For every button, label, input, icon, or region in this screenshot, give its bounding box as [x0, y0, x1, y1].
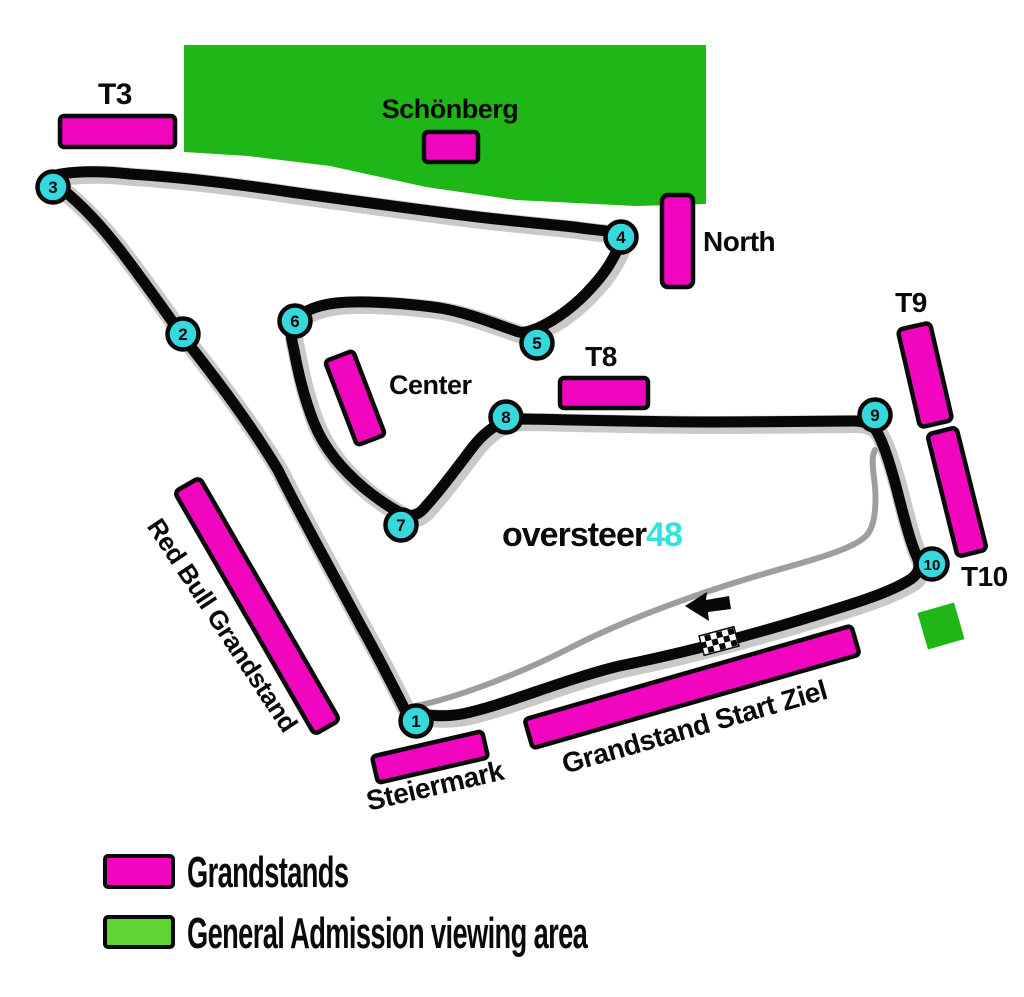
grandstand-red-bull	[174, 477, 340, 735]
grandstand-start-ziel	[523, 624, 861, 750]
label-t10: T10	[961, 561, 1008, 592]
grandstand-north	[659, 192, 696, 290]
turn-marker-2: 2	[165, 316, 201, 352]
turn-marker-10: 10	[914, 546, 950, 582]
legend-label-grandstands: Grandstands	[187, 847, 348, 896]
label-schonberg: Schönberg	[382, 94, 519, 124]
turn-marker-9: 9	[857, 397, 893, 433]
turn-marker-6: 6	[277, 303, 313, 339]
turn-markers: 1 2 3 4 5 6 7 8	[35, 169, 950, 739]
legend-label-general-admission: General Admission viewing area	[187, 908, 588, 957]
svg-text:1: 1	[411, 712, 420, 731]
label-t9: T9	[895, 287, 927, 318]
grandstand-shapes	[57, 113, 988, 785]
legend: Grandstands General Admission viewing ar…	[103, 847, 589, 958]
watermark-oversteer48: oversteer48	[502, 516, 682, 554]
label-center: Center	[389, 370, 473, 400]
svg-text:7: 7	[396, 516, 405, 535]
turn-marker-5: 5	[519, 325, 555, 361]
svg-text:8: 8	[501, 408, 510, 427]
turn-marker-3: 3	[35, 169, 71, 205]
label-north: North	[703, 226, 775, 257]
grandstand-center	[323, 349, 387, 447]
grandstand-t10	[926, 426, 988, 558]
watermark-accent: 48	[646, 516, 682, 554]
svg-text:2: 2	[178, 325, 187, 344]
label-t3: T3	[98, 78, 132, 111]
turn-marker-7: 7	[383, 507, 419, 543]
grandstand-schonberg	[421, 129, 481, 165]
start-finish-checkered-flag	[698, 625, 740, 657]
grandstand-t9	[896, 321, 954, 429]
label-t8: T8	[585, 341, 617, 372]
legend-swatch-grandstands	[103, 854, 175, 889]
svg-text:4: 4	[616, 228, 626, 247]
turn-marker-8: 8	[488, 399, 524, 435]
svg-text:5: 5	[532, 334, 541, 353]
ga-area-small	[917, 602, 965, 650]
grandstand-t3	[57, 113, 178, 150]
svg-text:10: 10	[924, 557, 941, 574]
grandstand-steiermark	[370, 729, 490, 785]
svg-text:6: 6	[290, 312, 299, 331]
race-direction-arrow	[685, 592, 731, 621]
legend-swatch-general-admission	[103, 915, 175, 949]
svg-text:3: 3	[48, 178, 57, 197]
watermark-text: oversteer	[502, 516, 647, 554]
ga-area-schonberg	[184, 45, 706, 206]
turn-marker-4: 4	[603, 219, 639, 255]
pit-lane	[413, 447, 879, 709]
svg-text:9: 9	[870, 406, 879, 425]
grandstand-t8	[557, 375, 651, 411]
turn-marker-1: 1	[398, 703, 434, 739]
